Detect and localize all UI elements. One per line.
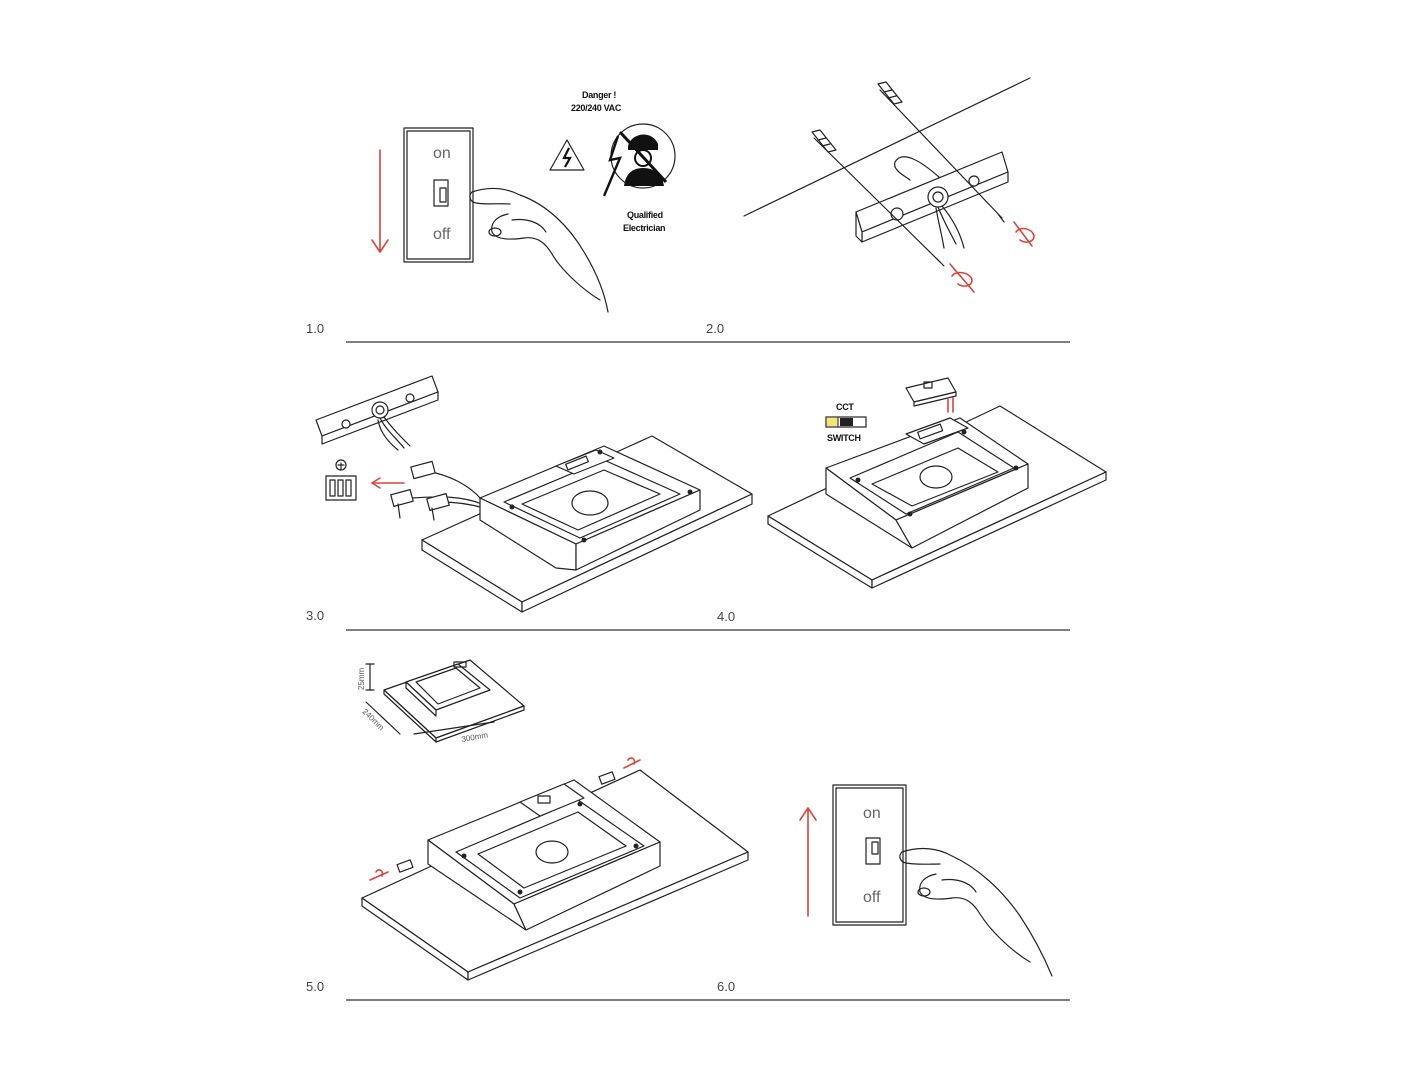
switch-label: SWITCH <box>827 433 861 443</box>
cct-label: CCT <box>836 402 854 412</box>
wall-anchor-right <box>877 81 1005 223</box>
cct-switch-icon <box>825 416 867 428</box>
rotate-screw-icon <box>949 221 1035 293</box>
step-1-switch-off: on off <box>371 127 609 313</box>
switch-toggle <box>865 837 881 865</box>
step-3-number: 3.0 <box>306 608 324 623</box>
arrow-down-icon <box>371 149 389 253</box>
electrician-icon <box>602 123 676 197</box>
danger-text: Danger ! <box>582 90 616 100</box>
danger-warning: Danger ! 220/240 VAC Qualified Electrici… <box>549 90 676 233</box>
width-dimension: 300mm <box>461 730 489 744</box>
hand-icon <box>899 847 1053 977</box>
step-4-cct-switch: CCT SWITCH <box>767 377 1107 589</box>
switch-toggle <box>433 179 449 207</box>
electrician-text: Electrician <box>623 223 665 233</box>
height-dimension: 25mm <box>357 667 366 690</box>
switch-on-label: on <box>863 805 881 822</box>
ceiling-line <box>743 77 1031 217</box>
step-2-mount-bracket <box>743 77 1035 293</box>
qualified-text: Qualified <box>627 210 663 220</box>
rotate-screw-icon <box>369 757 641 881</box>
arrow-up-icon <box>799 807 817 917</box>
step-6-switch-on: on off <box>799 784 1053 977</box>
terminal-block <box>325 459 357 501</box>
step-3-connect-wires <box>315 375 753 613</box>
depth-dimension: 240mm <box>361 707 386 732</box>
step-5-fix-screws <box>361 757 749 981</box>
step-5-number: 5.0 <box>306 979 324 994</box>
step-2-number: 2.0 <box>706 321 724 336</box>
step-5-dimensions: 25mm 240mm 300mm <box>357 659 525 744</box>
voltage-text: 220/240 VAC <box>571 103 622 113</box>
step-6-number: 6.0 <box>717 979 735 994</box>
switch-on-label: on <box>433 145 451 162</box>
screw-icon <box>396 771 616 873</box>
high-voltage-warning-icon <box>549 139 585 171</box>
switch-off-label: off <box>863 889 881 906</box>
step-4-number: 4.0 <box>717 609 735 624</box>
hand-icon <box>469 187 609 313</box>
step-1-number: 1.0 <box>306 321 324 336</box>
wall-anchor-left <box>811 129 945 267</box>
switch-off-label: off <box>433 226 451 243</box>
arrow-left-icon <box>371 477 405 489</box>
